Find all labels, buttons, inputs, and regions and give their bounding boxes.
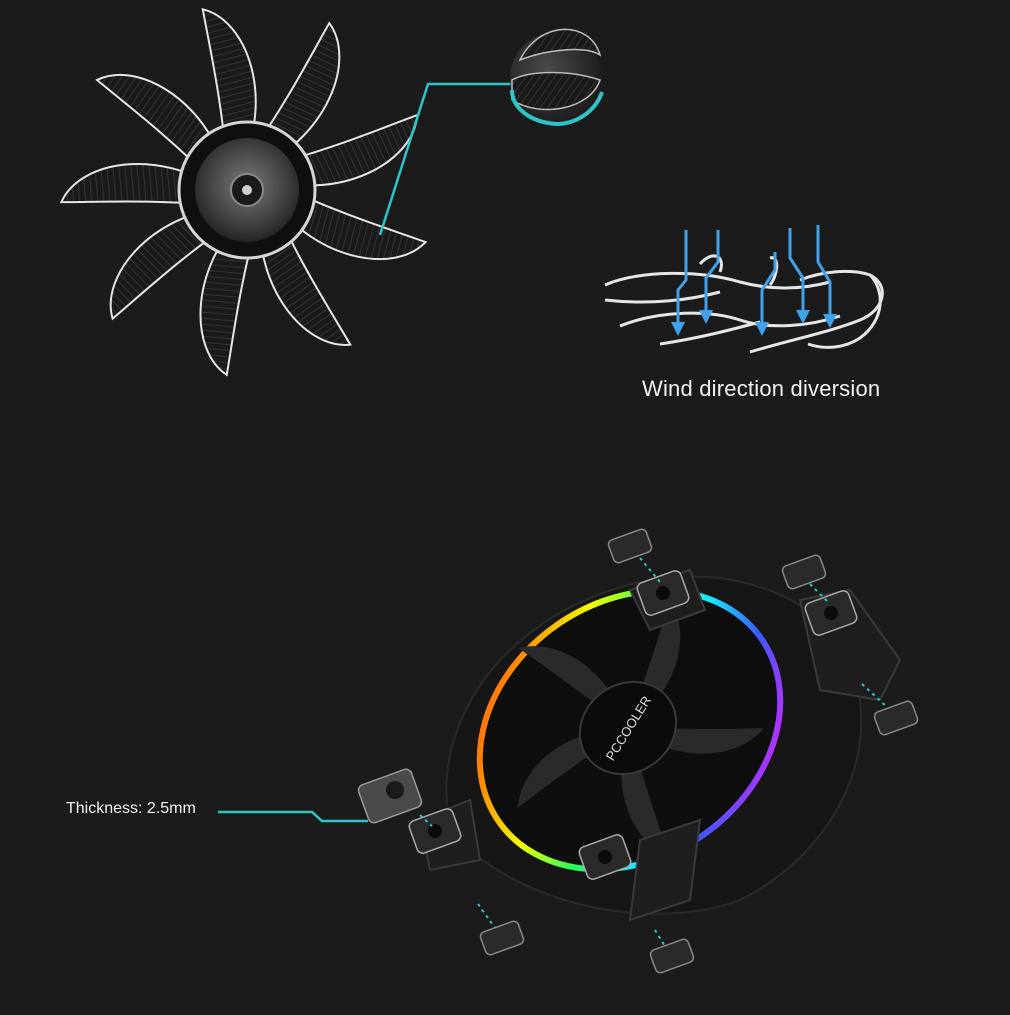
anti-vibration-pad	[649, 938, 695, 974]
blade-detail-magnifier	[510, 28, 604, 127]
mounting-grommet	[636, 570, 690, 616]
airflow-arrow	[671, 230, 688, 336]
fan-blade	[517, 728, 628, 808]
thickness-caption: Thickness: 2.5mm	[66, 800, 196, 817]
airflow-arrow	[755, 252, 777, 336]
fan-assembly: PCCOOLER	[357, 528, 919, 974]
mounting-grommet	[578, 834, 632, 880]
mounting-grommet	[408, 808, 462, 854]
fan-hub-pin	[242, 185, 252, 195]
blade-cross-section-outlines	[604, 254, 884, 354]
airflow-arrow	[699, 230, 720, 324]
wind-direction-diagram	[604, 225, 884, 354]
thickness-callout-line	[218, 810, 368, 823]
fan-assembly-hub	[578, 680, 678, 776]
frame-corner-bracket	[628, 818, 702, 922]
anti-vibration-pad	[873, 700, 919, 736]
mounting-grommet	[804, 590, 858, 636]
anti-vibration-pad	[781, 554, 827, 590]
fan-blade	[518, 646, 628, 728]
airflow-arrow	[788, 228, 810, 324]
blade-detail-callout-line	[378, 82, 512, 236]
airflow-arrow	[816, 225, 837, 328]
fan-impeller	[59, 7, 428, 377]
anti-vibration-pad	[607, 528, 653, 564]
alignment-guide-lines	[419, 557, 889, 949]
anti-vibration-pad	[479, 920, 525, 956]
anti-vibration-pad	[357, 768, 423, 824]
wind-direction-caption: Wind direction diversion	[642, 376, 881, 401]
